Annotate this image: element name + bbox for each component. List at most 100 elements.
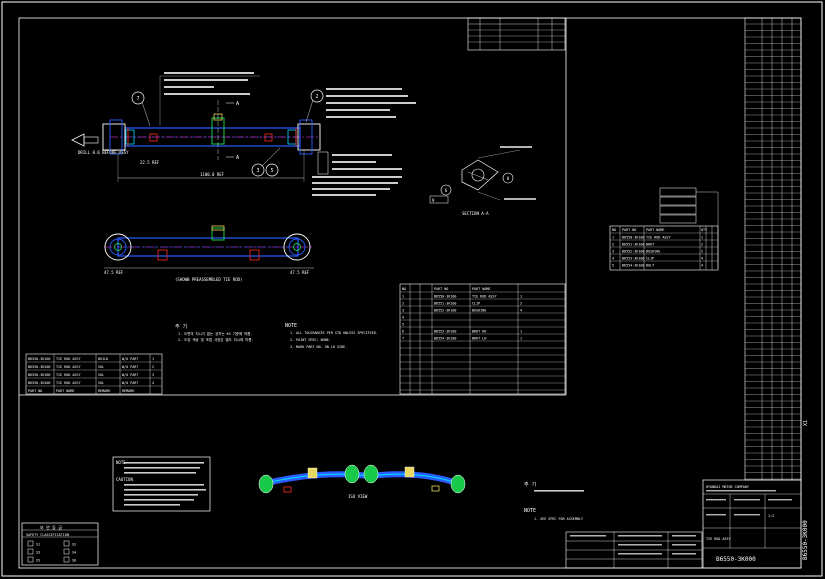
left-end-bracket (102, 123, 126, 151)
parts-list-table: 1 B6550-3K100 TIE ROD ASSY 1 2 B6551-3K100 CLI… (399, 283, 566, 395)
left-table-cell: 2 (152, 365, 154, 369)
iso-view: ISO VIEW (258, 464, 466, 499)
legend-header: QTY (701, 228, 707, 232)
notes-korean-heading: 주 기 (175, 323, 187, 330)
right-eye-bushing (293, 243, 301, 251)
parts-cell: B6551-3K100 (434, 302, 456, 306)
drawing-revision: X1 (803, 420, 809, 426)
left-table-cell: SOL (98, 373, 104, 377)
svg-text:3: 3 (256, 168, 259, 174)
parts-header-no: NO (402, 287, 406, 291)
marker-red-right (264, 133, 273, 142)
parts-cell: 1 (402, 295, 404, 299)
left-table-cell: REMARK (122, 389, 135, 393)
safety-checkbox[interactable] (63, 548, 70, 555)
iso-bushing-2 (344, 464, 360, 484)
legend-cell: 2 (612, 243, 614, 247)
center-clip-bottom (211, 227, 225, 241)
legend-cell: BRKT (646, 243, 654, 247)
safety-option-label: S6 (72, 559, 76, 563)
direction-arrow-icon (71, 133, 85, 147)
svg-text:8: 8 (507, 176, 510, 181)
left-table-cell: 3 (152, 373, 154, 377)
legend-cell: 1 (612, 236, 614, 240)
legend-cell: 2 (701, 243, 703, 247)
notes-english-heading: NOTE (285, 323, 297, 329)
parts-cell: 1 (520, 295, 522, 299)
balloon-3: 3 (251, 147, 281, 177)
left-table-cell: PART NO (28, 389, 42, 393)
notes-item-1: 1. 도면의 지시가 없는 공차는 KS 기준에 따름. (178, 331, 252, 336)
marker-red-left (149, 133, 158, 142)
callout-left (159, 72, 260, 126)
parts-cell: 5 (402, 323, 404, 327)
left-table-cell: SOL (98, 365, 104, 369)
legend-cell: 4 (612, 257, 614, 261)
revision-block (744, 17, 802, 481)
legend-cell: BUSHING (646, 250, 660, 254)
legend-cell: 4 (701, 264, 703, 268)
parts-cell: CLIP (472, 302, 480, 306)
notes-block: 주 기 1. 도면의 지시가 없는 공차는 KS 기준에 따름. 2. 도장 색… (175, 323, 378, 349)
safety-checkbox[interactable] (27, 540, 34, 547)
section-arrow-label-bottom: A (236, 155, 239, 161)
parts-cell: 1 (520, 337, 522, 341)
iso-bushing-1 (258, 474, 274, 494)
left-table-cell: BUILD (98, 357, 108, 361)
balloon-7: 7 (131, 91, 151, 127)
left-table-cell: B6550-3K200 (28, 365, 50, 369)
caution-note-heading: NOTE (116, 460, 126, 465)
bottom-view: 47.5 REF 47.5 REF (SHOWN PREASSEMBLED TI… (104, 225, 314, 282)
parts-cell: 4 (402, 316, 404, 320)
parts-cell: 2 (520, 302, 522, 306)
legend-cell: 1 (701, 236, 703, 240)
left-table-cell: B6550-3K100 (28, 357, 50, 361)
parts-cell: 3 (402, 309, 404, 313)
left-table-cell: B6550-3K300 (28, 373, 50, 377)
dimension-overall: 1100.0 REF (200, 172, 225, 177)
left-table-cell: W/O PART (122, 373, 138, 377)
safety-checkbox[interactable] (63, 556, 70, 563)
iso-clip-2 (404, 466, 415, 478)
safety-option-label: S4 (72, 551, 76, 555)
dimension-right-bottom: 47.5 REF (290, 270, 310, 275)
legend-cell: B6551-3K100 (622, 243, 644, 247)
safety-option-label: S3 (36, 551, 40, 555)
company-name: HYUNDAI MOTOR COMPANY (706, 485, 749, 489)
legend-cell: B6552-3K100 (622, 250, 644, 254)
hole-note: DRILL 8.0 BEFORE ASSY (78, 150, 129, 155)
safety-checkbox[interactable] (27, 548, 34, 555)
section-arrow-label-top: A (236, 101, 239, 107)
right-end-bracket (297, 123, 321, 151)
section-view: 8 6 9 SECTION A-A (429, 146, 536, 216)
parts-cell: B6550-3K100 (434, 295, 456, 299)
legend-header: NO (612, 228, 616, 232)
legend-cell: 3 (612, 250, 614, 254)
section-balloon-6 (440, 184, 452, 196)
right-eye-outer (283, 233, 311, 261)
parts-cell: BRKT LH (472, 337, 486, 341)
left-table-cell: REMARK (98, 389, 111, 393)
left-table-cell: W/O PART (122, 357, 138, 361)
safety-checkbox[interactable] (27, 556, 34, 563)
left-table-cell: TIE ROD ASSY (56, 381, 81, 385)
legend-cell: 2 (701, 250, 703, 254)
caution-label: CAUTION (116, 477, 133, 482)
left-table-cell: TIE ROD ASSY (56, 373, 81, 377)
safety-checkbox[interactable] (63, 540, 70, 547)
section-balloon-8 (502, 172, 514, 184)
section-title: SECTION A-A (462, 211, 489, 216)
main-view: A A DRILL 8.0 BEFORE ASSY 7 2 3 5 (71, 72, 416, 196)
left-table-cell: B6550-3K400 (28, 381, 50, 385)
parts-cell: TIE ROD ASSY (472, 295, 497, 299)
safety-title-kr: 보 안 등 급 (40, 524, 62, 530)
svg-text:6: 6 (445, 188, 448, 193)
iso-bushing-4 (450, 474, 466, 494)
left-table-cell: 4 (152, 381, 154, 385)
title-scale: 1:2 (768, 514, 774, 518)
caution-box: NOTE CAUTION (112, 456, 211, 512)
